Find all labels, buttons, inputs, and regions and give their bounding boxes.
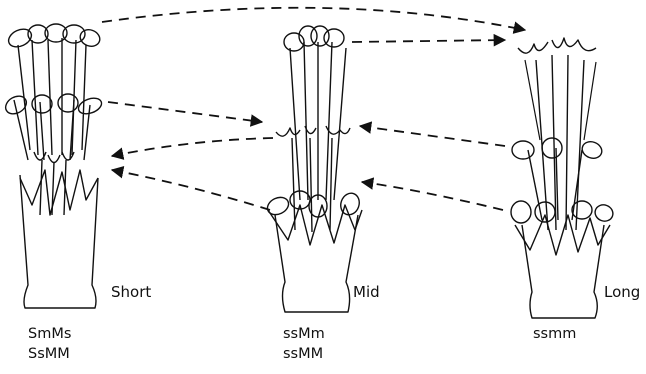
genotypes-mid: ssMm ssMM xyxy=(283,324,325,364)
short-calyx xyxy=(20,175,98,308)
mid-sepals xyxy=(268,205,362,245)
genotype: ssMM xyxy=(283,344,325,364)
arrow-mid-lower-to-short xyxy=(112,170,270,210)
genotypes-short: SmMs SsMM xyxy=(28,324,71,364)
arrow-short-to-mid xyxy=(108,102,262,122)
short-flower xyxy=(2,24,103,308)
arrow-mid-to-short xyxy=(112,138,273,156)
genotype: ssMm xyxy=(283,324,325,344)
long-stigmas xyxy=(518,38,596,53)
arrow-long-to-mid xyxy=(360,126,505,146)
short-sepals xyxy=(20,170,98,215)
long-sepals xyxy=(515,215,610,255)
genotype: SmMs xyxy=(28,324,71,344)
mid-filaments-upper xyxy=(290,42,346,200)
genotype: SsMM xyxy=(28,344,71,364)
genotypes-long: ssmm xyxy=(533,324,576,344)
short-styles xyxy=(40,160,66,215)
genotype: ssmm xyxy=(533,324,576,344)
short-stigmas xyxy=(34,152,74,163)
long-flower xyxy=(511,38,615,318)
label-long: Long xyxy=(604,283,640,301)
label-mid: Mid xyxy=(353,283,380,301)
arrow-mid-to-long xyxy=(352,40,505,42)
arrow-short-to-long xyxy=(102,8,525,30)
label-short: Short xyxy=(111,283,151,301)
arrow-long-lower-to-mid xyxy=(362,182,503,210)
mid-calyx xyxy=(275,215,358,312)
mid-flower xyxy=(265,26,363,312)
